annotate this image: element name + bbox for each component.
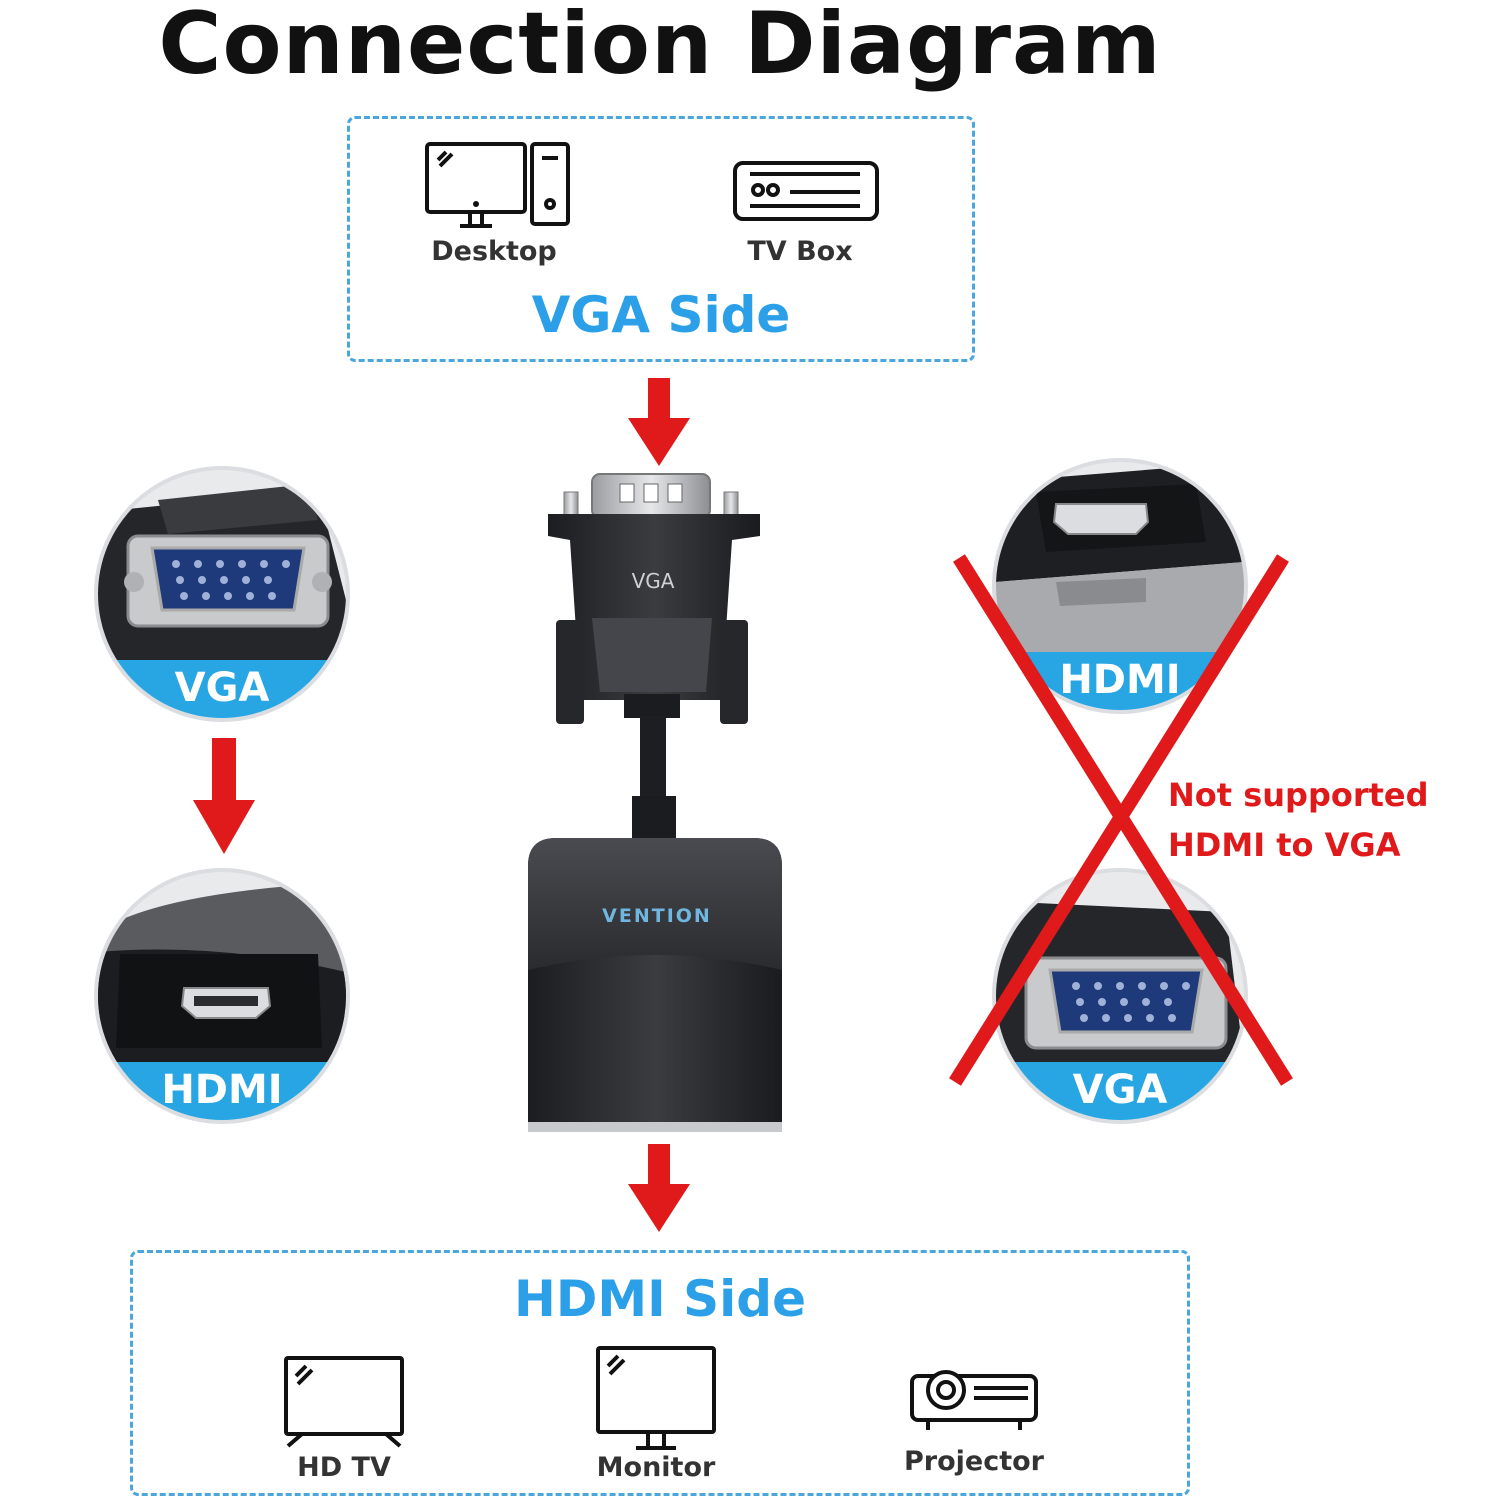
hdmi-side-title: HDMI Side — [514, 1270, 806, 1328]
hdmi-port-closeup: HDMI — [98, 872, 346, 1120]
device-label-hd-tv: HD TV — [297, 1452, 391, 1483]
not-supported-cross-icon — [949, 554, 1293, 1086]
vga-output-closeup: VGA — [996, 872, 1244, 1120]
adapter-brand-logo: VENTION — [602, 905, 712, 927]
vga-to-hdmi-adapter: VGA VENTION — [528, 473, 782, 1132]
tv-box-icon — [733, 161, 879, 221]
hd-tv-icon — [284, 1356, 404, 1448]
device-label-desktop: Desktop — [431, 236, 557, 267]
device-label-projector: Projector — [904, 1446, 1044, 1477]
down-arrow-icon — [628, 1144, 690, 1232]
device-label-monitor: Monitor — [596, 1452, 716, 1483]
hdmi-source-closeup: HDMI — [996, 462, 1244, 710]
page-title: Connection Diagram — [158, 0, 1162, 94]
hdmi-circle-label: HDMI — [98, 1062, 346, 1120]
not-supported-warning: Not supported HDMI to VGA — [1168, 770, 1498, 870]
device-label-tv-box: TV Box — [747, 236, 853, 267]
vga-side-box — [347, 116, 975, 362]
desktop-computer-icon — [425, 142, 570, 228]
down-arrow-icon — [628, 378, 690, 466]
warning-line-2: HDMI to VGA — [1168, 826, 1401, 864]
monitor-icon — [596, 1346, 716, 1450]
vga-output-label: VGA — [996, 1062, 1244, 1120]
projector-icon — [910, 1370, 1038, 1430]
vga-side-title: VGA Side — [531, 286, 791, 344]
hdmi-side-box — [130, 1250, 1190, 1496]
down-arrow-icon — [193, 738, 255, 854]
vga-circle-label: VGA — [98, 660, 346, 718]
vga-connector-closeup: VGA — [98, 470, 346, 718]
adapter-plug-label: VGA — [632, 569, 675, 593]
warning-line-1: Not supported — [1168, 776, 1429, 814]
